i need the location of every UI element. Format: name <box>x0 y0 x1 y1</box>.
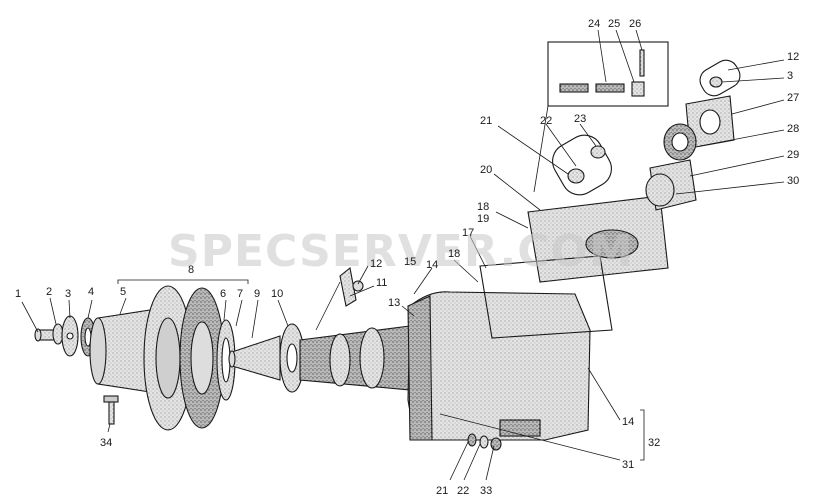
lock-plate-part-11-12 <box>339 266 364 307</box>
watermark-text: SPECSERVER.COM <box>168 226 634 277</box>
cover-part-30 <box>645 173 675 207</box>
label-31: 31 <box>622 459 634 471</box>
label-24: 24 <box>588 18 600 30</box>
label-14-b: 14 <box>622 416 634 428</box>
label-3: 3 <box>65 288 71 300</box>
gearbox-housing-part-14 <box>407 291 591 441</box>
label-12-b: 12 <box>787 51 799 63</box>
label-4: 4 <box>88 286 94 298</box>
label-34: 34 <box>100 437 112 449</box>
label-1: 1 <box>15 288 21 300</box>
brake-disc-part-8 <box>143 285 225 431</box>
flange-plate-part-27 <box>685 95 735 149</box>
cone-shaft-part-9 <box>228 335 281 381</box>
bolt-part-34 <box>103 395 119 425</box>
label-3-b: 3 <box>787 70 793 82</box>
label-20: 20 <box>480 164 492 176</box>
label-10: 10 <box>271 288 283 300</box>
gasket-part-17 <box>479 255 613 339</box>
plug-pair-part-22-23 <box>552 134 612 196</box>
label-13: 13 <box>388 297 400 309</box>
label-29: 29 <box>787 149 799 161</box>
label-33: 33 <box>480 485 492 497</box>
label-8: 8 <box>188 264 194 276</box>
cover-plate-part-20 <box>527 195 669 283</box>
label-7: 7 <box>237 288 243 300</box>
flange-part-10 <box>279 323 305 393</box>
label-28: 28 <box>787 123 799 135</box>
label-25: 25 <box>608 18 620 30</box>
label-12-a: 12 <box>370 258 382 270</box>
label-11: 11 <box>376 277 387 289</box>
hub-housing-part-5 <box>89 309 151 393</box>
flange-part-3 <box>61 315 79 357</box>
small-parts-box <box>547 41 669 107</box>
label-6: 6 <box>220 288 226 300</box>
label-2: 2 <box>46 286 52 298</box>
leader-lines <box>21 29 785 481</box>
label-15: 15 <box>404 256 416 268</box>
label-27: 27 <box>787 92 799 104</box>
label-18-b: 18 <box>477 201 489 213</box>
label-22-b: 22 <box>457 485 469 497</box>
label-22-a: 22 <box>540 115 552 127</box>
nut-washer-part-12-3 <box>699 59 741 97</box>
label-21-a: 21 <box>480 115 492 127</box>
label-17: 17 <box>462 227 474 239</box>
label-9: 9 <box>254 288 260 300</box>
part-labels: 1 2 3 4 5 6 7 8 9 10 11 12 12 13 14 14 1… <box>15 18 799 497</box>
label-21-b: 21 <box>436 485 448 497</box>
bearing-part-28 <box>663 123 697 161</box>
label-32: 32 <box>648 437 660 449</box>
label-26: 26 <box>629 18 641 30</box>
label-14-a: 14 <box>426 259 438 271</box>
label-5: 5 <box>120 286 126 298</box>
label-30: 30 <box>787 175 799 187</box>
shaft-assembly <box>299 325 411 391</box>
label-23: 23 <box>574 113 586 125</box>
ring-part-6-7 <box>216 319 236 401</box>
label-19: 19 <box>477 213 489 225</box>
label-18-a: 18 <box>448 248 460 260</box>
